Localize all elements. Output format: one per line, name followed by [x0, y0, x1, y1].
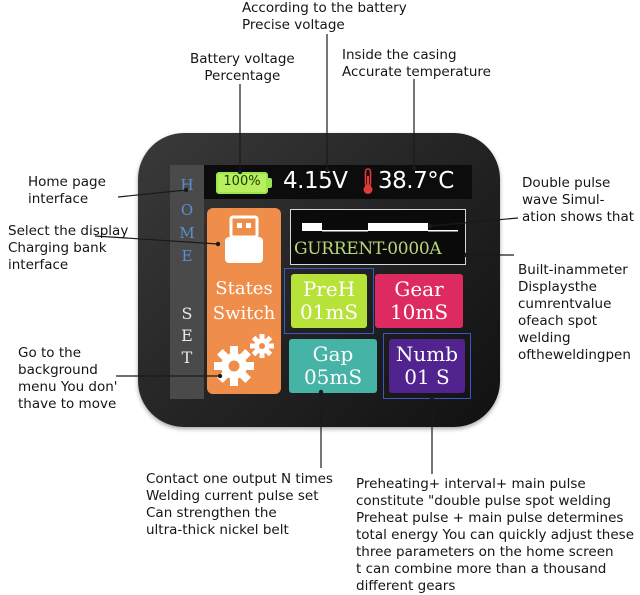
- callout-battery-percentage: Battery voltage Percentage: [190, 51, 295, 84]
- battery-percentage: 100%: [223, 174, 261, 189]
- sidebar-set-letter: E: [181, 326, 193, 345]
- preh-outline: [284, 268, 374, 334]
- gap-tile[interactable]: Gap 05mS: [289, 339, 377, 393]
- sidebar-home-letter: M: [179, 224, 195, 242]
- voltage-readout: 4.15V: [283, 168, 348, 194]
- callout-casing-temperature: Inside the casing Accurate temperature: [342, 47, 491, 80]
- sidebar-set-letter: T: [181, 348, 193, 367]
- callout-ammeter: Built-inammeter Displaysthe cumrentvalue…: [518, 262, 631, 363]
- callout-double-pulse: Double pulse wave Simul- ation shows tha…: [522, 175, 635, 225]
- gear-tile[interactable]: Gear 10mS: [375, 274, 463, 328]
- callout-contact-output: Contact one output N times Welding curre…: [146, 471, 333, 538]
- sidebar-set-letter: S: [181, 304, 193, 323]
- battery-icon: [216, 172, 268, 194]
- battery-tip: [268, 178, 272, 188]
- current-readout: GURRENT-0000A: [294, 239, 442, 259]
- pulse-wave-panel: [290, 209, 466, 265]
- temperature-readout: 38.7°C: [378, 168, 454, 194]
- sidebar-home-letter: H: [180, 176, 194, 194]
- callout-background-menu: Go to the background menu You don' thave…: [18, 345, 118, 412]
- numb-outline: [383, 333, 471, 399]
- callout-battery-precise: According to the battery Precise voltage: [242, 0, 407, 33]
- callout-home-interface: Home page interface: [28, 174, 106, 207]
- states-switch-label: States Switch: [212, 278, 276, 324]
- sidebar-home-letter: E: [181, 247, 193, 265]
- sidebar-home-letter: O: [180, 201, 194, 219]
- preh-tile[interactable]: PreH 01mS: [291, 274, 367, 328]
- numb-tile[interactable]: Numb 01 S: [389, 339, 465, 393]
- pulse-waveform: [302, 223, 458, 232]
- thermometer-icon: [363, 168, 373, 194]
- usb-drive-icon: [225, 215, 263, 263]
- gear-icon[interactable]: [208, 332, 280, 390]
- callout-preheating: Preheating+ interval+ main pulse constit…: [356, 476, 635, 594]
- sidebar-nav[interactable]: [170, 165, 204, 399]
- callout-display-select: Select the display Charging bank interfa…: [8, 223, 129, 273]
